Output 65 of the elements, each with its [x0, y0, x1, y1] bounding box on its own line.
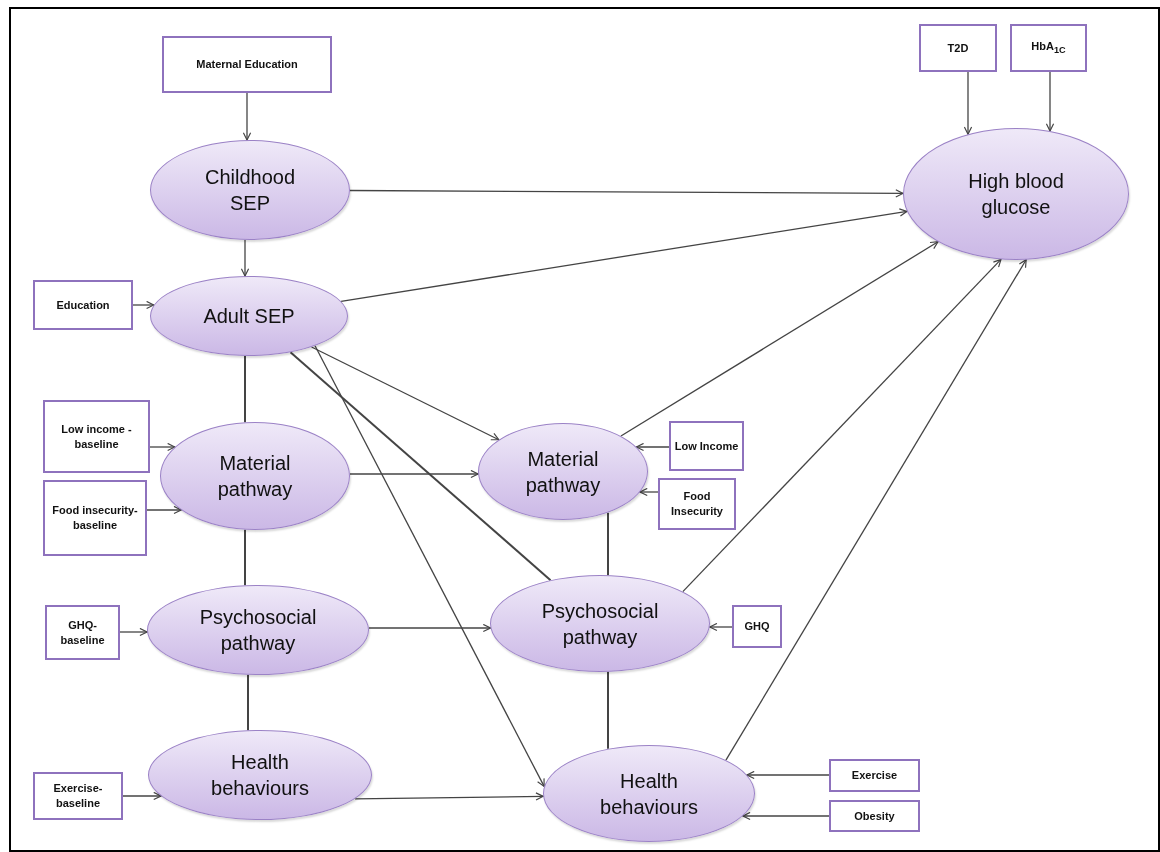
variable-box	[33, 280, 133, 330]
node-label: HbA$_{1C}$	[1031, 39, 1066, 57]
node-label: Exercise	[851, 768, 898, 783]
connector-line	[289, 351, 552, 582]
node-label: T2D	[947, 40, 969, 56]
node-label: Psychosocial pathway	[540, 598, 660, 650]
arrow	[354, 792, 544, 801]
arrow	[742, 811, 830, 821]
arrow	[635, 442, 670, 452]
variable-box	[732, 605, 782, 648]
node-label: GHQ-baseline	[59, 617, 106, 648]
arrow	[709, 622, 733, 632]
connector-line	[247, 673, 249, 732]
arrow	[314, 345, 545, 788]
arrow	[310, 346, 500, 441]
node-label: Adult SEP	[203, 304, 295, 329]
variable-box	[829, 759, 920, 792]
arrow	[1045, 71, 1055, 132]
arrow	[620, 241, 939, 437]
arrow	[240, 239, 250, 277]
arrow	[368, 623, 492, 633]
node-label: Material pathway	[216, 451, 294, 502]
node-label: Material pathway	[524, 446, 602, 498]
node-label: GHQ	[744, 619, 770, 634]
variable-box	[658, 478, 736, 530]
variable-box	[43, 480, 147, 556]
node-label: Exercise-baseline	[52, 781, 104, 811]
node-label: Food Insecurity	[670, 489, 724, 519]
connector-line	[607, 511, 609, 577]
arrow	[963, 71, 973, 135]
variable-box	[45, 605, 120, 660]
node-label: Education	[56, 297, 110, 313]
arrow	[242, 92, 252, 141]
arrow	[146, 505, 182, 515]
arrow	[639, 487, 659, 497]
variable-box	[1010, 24, 1087, 72]
variable-box	[829, 800, 920, 832]
arrow	[119, 627, 148, 637]
node-label: Maternal Education	[196, 57, 298, 72]
node-label: Childhood SEP	[203, 165, 297, 216]
node-label: Psychosocial pathway	[198, 605, 318, 656]
variable-box	[162, 36, 332, 93]
arrow	[746, 770, 830, 780]
node-label: Health behaviours	[599, 768, 699, 820]
node-label: Health behaviours	[210, 750, 310, 801]
arrow	[122, 791, 162, 801]
variable-box	[33, 772, 123, 820]
arrow	[349, 469, 479, 479]
node-label: Low income - baseline	[60, 421, 133, 452]
node-label: Low Income	[674, 438, 739, 454]
connector-line	[607, 670, 609, 750]
arrow	[725, 259, 1027, 761]
arrow	[132, 300, 155, 310]
variable-box	[43, 400, 150, 473]
node-label: Obesity	[854, 808, 895, 824]
variable-box	[919, 24, 997, 72]
arrow	[340, 208, 908, 302]
variable-box	[669, 421, 744, 471]
connector-line	[244, 528, 246, 587]
connector-line	[244, 354, 246, 424]
arrow	[349, 189, 904, 198]
node-label: Food insecurity-baseline	[51, 503, 139, 533]
arrow	[682, 258, 1002, 593]
arrow	[149, 442, 176, 452]
node-label: High blood glucose	[967, 169, 1065, 220]
